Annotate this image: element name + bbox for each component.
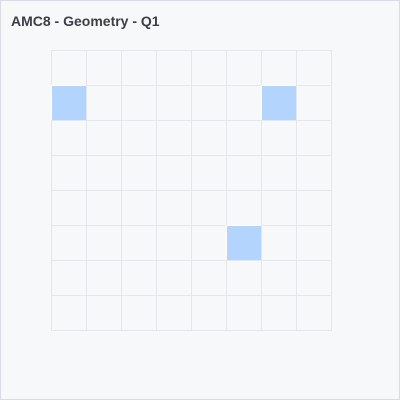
grid-cell[interactable] <box>156 295 192 331</box>
grid-cell[interactable] <box>86 155 122 191</box>
grid-cell[interactable] <box>191 225 227 261</box>
grid-cell[interactable] <box>121 85 157 121</box>
grid-cell[interactable] <box>191 295 227 331</box>
grid-cell[interactable] <box>296 190 332 226</box>
grid-cell[interactable] <box>191 50 227 86</box>
grid-cell[interactable] <box>261 50 297 86</box>
grid-cell[interactable] <box>86 50 122 86</box>
grid-cell[interactable] <box>51 190 87 226</box>
grid-cell[interactable] <box>156 225 192 261</box>
grid-cell[interactable] <box>156 190 192 226</box>
grid-cell[interactable] <box>121 155 157 191</box>
grid-cell-filled[interactable] <box>226 225 262 261</box>
grid-cell[interactable] <box>156 260 192 296</box>
grid-cell[interactable] <box>121 295 157 331</box>
grid-cell[interactable] <box>191 260 227 296</box>
grid-cell[interactable] <box>51 155 87 191</box>
grid-cell[interactable] <box>51 120 87 156</box>
grid-cell[interactable] <box>191 120 227 156</box>
grid-cell[interactable] <box>296 225 332 261</box>
grid-cell[interactable] <box>156 155 192 191</box>
grid-cell[interactable] <box>296 155 332 191</box>
grid-cell[interactable] <box>86 260 122 296</box>
grid-cell[interactable] <box>261 225 297 261</box>
grid-cell[interactable] <box>86 295 122 331</box>
grid-cell[interactable] <box>191 190 227 226</box>
grid-cell[interactable] <box>51 225 87 261</box>
grid-cell[interactable] <box>261 260 297 296</box>
grid-cell[interactable] <box>121 260 157 296</box>
grid-cell[interactable] <box>261 120 297 156</box>
grid-cell[interactable] <box>51 260 87 296</box>
grid-cell[interactable] <box>121 225 157 261</box>
grid-cell[interactable] <box>226 120 262 156</box>
grid-cell[interactable] <box>51 295 87 331</box>
grid-cell[interactable] <box>156 120 192 156</box>
game-grid <box>51 50 332 331</box>
grid-cell[interactable] <box>296 85 332 121</box>
grid-cell[interactable] <box>261 190 297 226</box>
grid-cell[interactable] <box>261 155 297 191</box>
grid-cell[interactable] <box>86 120 122 156</box>
grid-cell[interactable] <box>191 85 227 121</box>
grid-cell[interactable] <box>226 155 262 191</box>
grid-cell[interactable] <box>261 295 297 331</box>
grid-cell-filled[interactable] <box>261 85 297 121</box>
grid-cell[interactable] <box>121 120 157 156</box>
page-title: AMC8 - Geometry - Q1 <box>11 13 160 29</box>
grid-cell[interactable] <box>226 190 262 226</box>
grid-cell[interactable] <box>296 260 332 296</box>
grid-cell[interactable] <box>156 50 192 86</box>
grid-cell-filled[interactable] <box>51 85 87 121</box>
grid-cell[interactable] <box>226 85 262 121</box>
grid-cell[interactable] <box>296 50 332 86</box>
grid-cell[interactable] <box>86 190 122 226</box>
grid-cell[interactable] <box>226 295 262 331</box>
grid-cell[interactable] <box>86 85 122 121</box>
grid-cell[interactable] <box>296 295 332 331</box>
grid-cell[interactable] <box>156 85 192 121</box>
grid-cell[interactable] <box>121 190 157 226</box>
grid-cell[interactable] <box>86 225 122 261</box>
grid-cell[interactable] <box>121 50 157 86</box>
grid-cell[interactable] <box>191 155 227 191</box>
grid-cell[interactable] <box>226 260 262 296</box>
grid-cell[interactable] <box>51 50 87 86</box>
grid-cell[interactable] <box>296 120 332 156</box>
grid-cell[interactable] <box>226 50 262 86</box>
